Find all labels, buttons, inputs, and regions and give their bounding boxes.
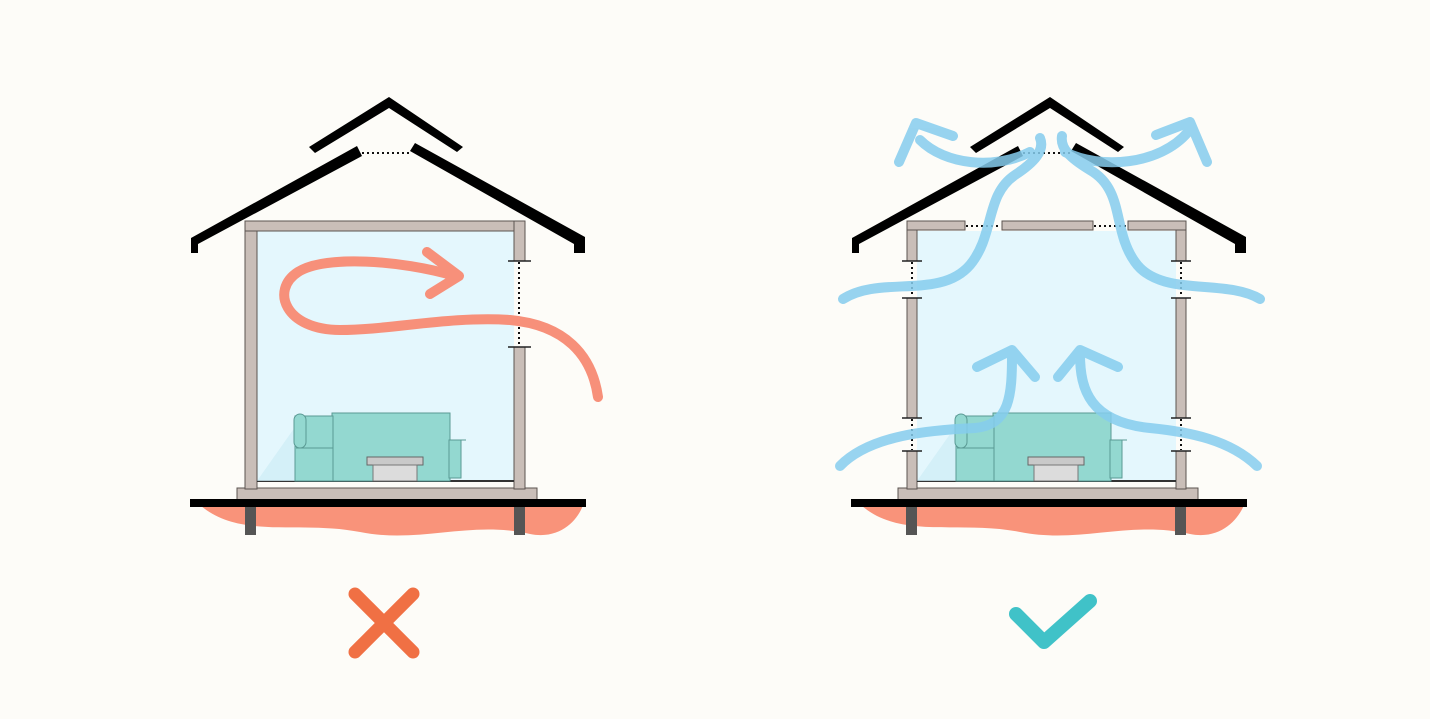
- left-wall: [244, 220, 258, 490]
- floor-slab: [897, 487, 1199, 501]
- roof: [191, 97, 585, 253]
- cross-icon: [348, 587, 420, 659]
- pier-right: [1175, 504, 1186, 535]
- airflow-upper-left: [838, 133, 1047, 304]
- airflow-exhaust-right: [1060, 127, 1193, 168]
- roof-ridge-cap: [970, 97, 1124, 153]
- cross-ventilation-airflow: [835, 117, 1265, 471]
- roof-left-slope: [191, 146, 362, 253]
- arrowhead-exhaust-right: [1151, 117, 1212, 167]
- airflow-loop-arrowhead: [422, 247, 464, 299]
- stagnant-airflow: [279, 247, 603, 402]
- coffee-table: [366, 456, 424, 482]
- ceiling: [244, 220, 526, 232]
- light-wedge: [917, 420, 960, 481]
- house-poor-ventilation: [190, 97, 603, 659]
- light-wedge: [257, 420, 300, 481]
- pier-left: [245, 504, 256, 535]
- arrowhead-lower-right: [1053, 345, 1123, 382]
- pier-right: [514, 504, 525, 535]
- ceiling-left: [906, 220, 966, 231]
- right-wall-mid: [1175, 297, 1187, 419]
- coffee-table: [1027, 456, 1085, 482]
- ground-line: [851, 499, 1247, 507]
- roof-right-slope: [410, 143, 585, 253]
- house-good-ventilation: [835, 97, 1265, 649]
- roof-ridge-cap: [309, 97, 463, 153]
- left-wall-mid: [906, 297, 918, 419]
- airflow-loop: [279, 256, 603, 402]
- ground-line: [190, 499, 586, 507]
- floor-slab: [236, 487, 538, 501]
- ceiling-center: [1001, 220, 1094, 231]
- right-wall-upper: [513, 220, 526, 262]
- arrowhead-exhaust-left: [894, 118, 958, 167]
- airflow-exhaust-left: [915, 135, 1035, 168]
- left-wall-bottom: [906, 450, 918, 490]
- ground-mound: [200, 505, 583, 536]
- airflow-lower-right: [1075, 349, 1262, 471]
- vent-sills: [902, 260, 1191, 452]
- arrowhead-lower-left: [972, 345, 1040, 382]
- right-wall-bottom: [1175, 450, 1187, 490]
- checkmark-icon: [1009, 594, 1097, 649]
- pier-left: [906, 504, 917, 535]
- ground-mound: [861, 505, 1244, 536]
- ceiling-right: [1127, 220, 1187, 231]
- roof-right-slope: [1071, 143, 1246, 253]
- airflow-lower-left: [835, 350, 1017, 471]
- right-wall-lower: [513, 346, 526, 490]
- roof-left-slope: [852, 146, 1023, 253]
